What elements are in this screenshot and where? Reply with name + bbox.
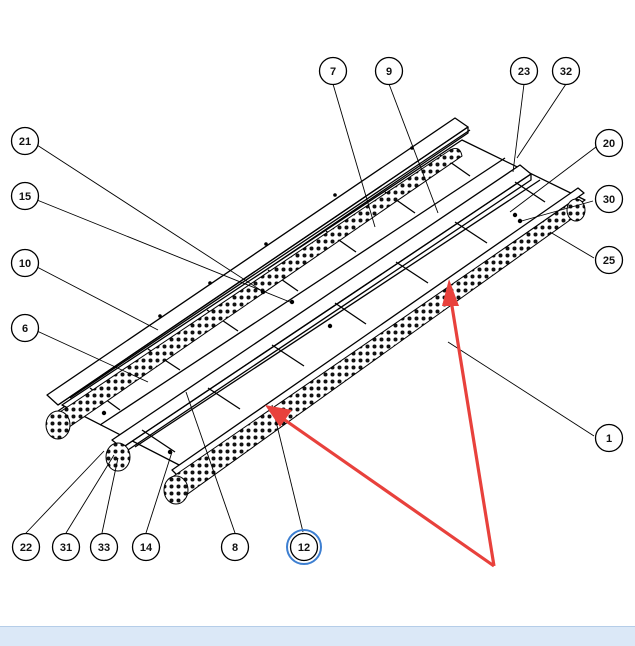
sprocket-left-a bbox=[45, 410, 71, 440]
balloon-circle bbox=[10, 181, 40, 211]
balloon-label: 6 bbox=[22, 323, 28, 335]
arrow-line-to-center-rail bbox=[281, 416, 495, 568]
balloon-circle bbox=[10, 126, 40, 156]
highlight-ring bbox=[286, 529, 322, 565]
balloon-label: 33 bbox=[98, 542, 110, 554]
balloon-30: 30 bbox=[594, 184, 624, 214]
status-bar bbox=[0, 626, 635, 646]
balloon-8: 8 bbox=[220, 532, 250, 562]
balloon-circle bbox=[374, 56, 404, 86]
balloon-circle bbox=[11, 532, 41, 562]
conveyor-frame bbox=[46, 117, 586, 477]
balloon-label: 20 bbox=[603, 138, 615, 150]
balloon-15: 15 bbox=[10, 181, 40, 211]
balloon-25: 25 bbox=[594, 245, 624, 275]
balloon-label: 14 bbox=[140, 542, 153, 554]
balloon-circle bbox=[551, 56, 581, 86]
balloon-label: 23 bbox=[518, 66, 530, 78]
balloon-21: 21 bbox=[10, 126, 40, 156]
balloon-10: 10 bbox=[10, 248, 40, 278]
balloon-33: 33 bbox=[89, 532, 119, 562]
balloon-9: 9 bbox=[374, 56, 404, 86]
balloon-label: 30 bbox=[603, 194, 615, 206]
balloon-label: 10 bbox=[19, 258, 31, 270]
balloon-label: 21 bbox=[19, 136, 31, 148]
balloon-label: 22 bbox=[20, 542, 32, 554]
sprocket-left-c bbox=[163, 475, 189, 505]
balloon-label: 8 bbox=[232, 542, 238, 554]
balloon-32: 32 bbox=[551, 56, 581, 86]
balloon-label: 15 bbox=[19, 191, 31, 203]
balloon-23: 23 bbox=[509, 56, 539, 86]
balloon-1: 1 bbox=[594, 423, 624, 453]
balloon-label: 25 bbox=[603, 255, 615, 267]
balloon-7: 7 bbox=[318, 56, 348, 86]
balloon-circle bbox=[594, 128, 624, 158]
sprocket-right bbox=[566, 198, 586, 222]
balloon-6: 6 bbox=[10, 313, 40, 343]
part-balloons: 7 9 23 32 21 20 15 30 10 25 6 1 22 31 33 14 8 12 bbox=[10, 56, 624, 565]
balloon-label: 9 bbox=[386, 66, 392, 78]
balloon-circle bbox=[220, 532, 250, 562]
balloon-label: 32 bbox=[560, 66, 572, 78]
balloon-circle bbox=[10, 313, 40, 343]
balloon-31: 31 bbox=[51, 532, 81, 562]
callout-arrows bbox=[265, 279, 496, 568]
balloon-circle bbox=[131, 532, 161, 562]
balloon-label: 12 bbox=[298, 542, 310, 554]
arrow-line-to-top-rail bbox=[449, 299, 496, 567]
arrow-head-right bbox=[442, 279, 459, 306]
leader-lines bbox=[25, 83, 597, 534]
balloon-circle bbox=[594, 423, 624, 453]
balloon-circle bbox=[318, 56, 348, 86]
balloon-circle bbox=[509, 56, 539, 86]
balloon-12: 12 bbox=[286, 529, 322, 565]
balloon-circle bbox=[10, 248, 40, 278]
balloon-label: 1 bbox=[606, 433, 612, 445]
balloon-circle bbox=[89, 532, 119, 562]
cross-members-right bbox=[141, 181, 546, 453]
arrow-head-left bbox=[265, 405, 292, 427]
balloon-circle bbox=[289, 532, 319, 562]
sprocket-left-b bbox=[105, 442, 131, 472]
balloon-20: 20 bbox=[594, 128, 624, 158]
balloon-14: 14 bbox=[131, 532, 161, 562]
balloon-label: 7 bbox=[330, 66, 336, 78]
balloon-label: 31 bbox=[60, 542, 72, 554]
balloon-circle bbox=[594, 184, 624, 214]
balloon-22: 22 bbox=[11, 532, 41, 562]
balloon-circle bbox=[51, 532, 81, 562]
balloon-circle bbox=[594, 245, 624, 275]
